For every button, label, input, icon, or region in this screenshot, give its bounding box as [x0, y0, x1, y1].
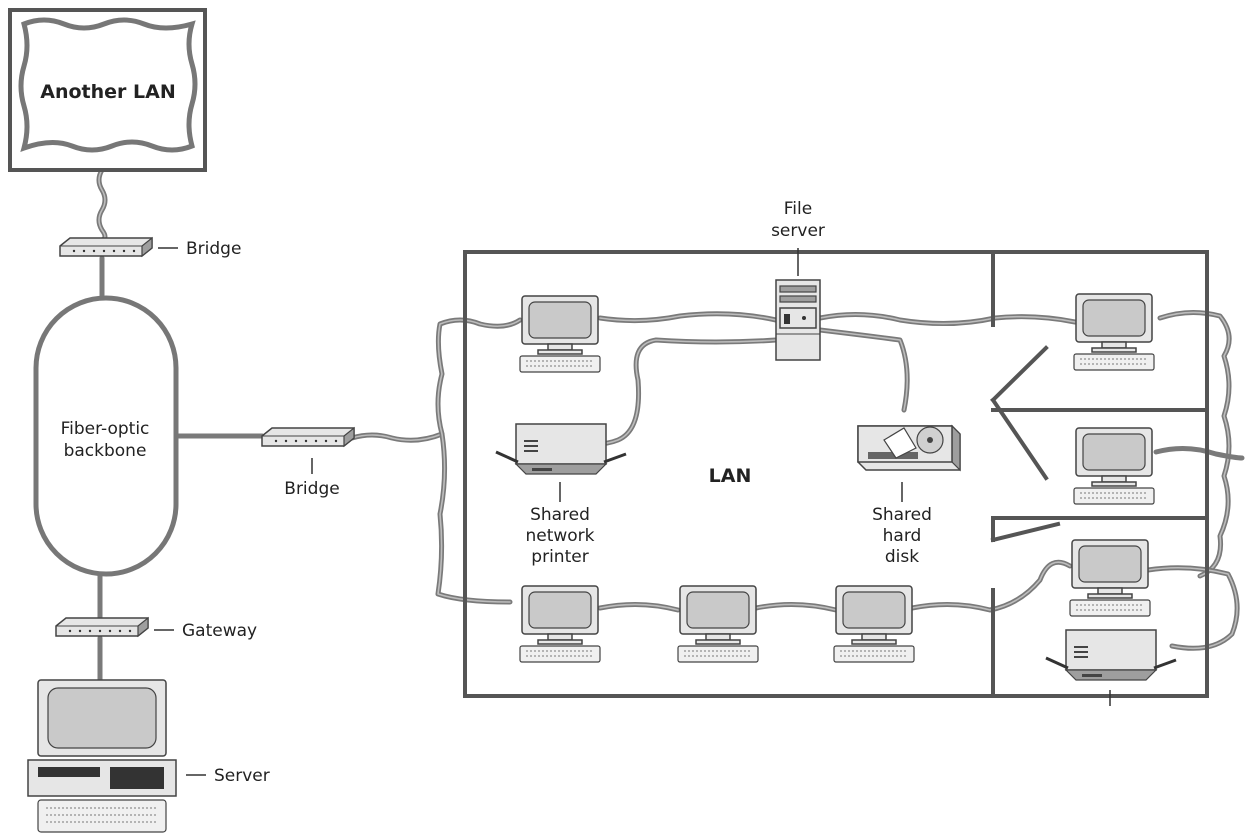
workstation-icon: [1070, 540, 1150, 616]
disk-label-line1: Shared: [872, 505, 932, 525]
server-label: Server: [214, 766, 270, 786]
lan-label: LAN: [709, 465, 752, 487]
gateway-label: Gateway: [182, 621, 257, 641]
printer-icon: [496, 424, 626, 474]
server-computer: Server: [28, 680, 270, 832]
shared-hard-disk: Shared hard disk: [858, 426, 960, 567]
disk-label-line2: hard: [883, 526, 922, 546]
file-server-icon: [776, 280, 820, 360]
hard-disk-icon: [858, 426, 960, 470]
server-computer-icon: [28, 680, 176, 832]
fiber-label-line2: backbone: [64, 441, 147, 461]
workstation-icon: [678, 586, 758, 662]
another-lan: Another LAN: [10, 10, 205, 170]
bridge-icon: [262, 428, 354, 446]
disk-label-line3: disk: [885, 547, 919, 567]
workstation-icon: [834, 586, 914, 662]
gateway-icon: [56, 618, 148, 636]
printer-label-line3: printer: [531, 547, 588, 567]
printer-icon: [1046, 630, 1176, 680]
file-server-label-line1: File: [784, 199, 812, 219]
bridge-top: Bridge: [60, 238, 241, 259]
bridge-mid-label: Bridge: [284, 479, 339, 499]
bridge-mid: Bridge: [262, 428, 354, 499]
bridge-top-label: Bridge: [186, 239, 241, 259]
bridge-icon: [60, 238, 152, 256]
workstation-icon: [520, 586, 600, 662]
file-server-label-line2: server: [771, 221, 825, 241]
gateway: Gateway: [56, 618, 257, 641]
workstation-icon: [520, 296, 600, 372]
workstation-icon: [1074, 294, 1154, 370]
another-lan-label: Another LAN: [40, 81, 175, 103]
printer-label-line1: Shared: [530, 505, 590, 525]
fiber-label-line1: Fiber-optic: [61, 419, 150, 439]
shared-printer: Shared network printer: [496, 424, 626, 567]
workstation-icon: [1074, 428, 1154, 504]
printer-label-line2: network: [525, 526, 594, 546]
fiber-backbone: Fiber-optic backbone: [36, 298, 176, 574]
file-server: File server: [771, 199, 825, 360]
